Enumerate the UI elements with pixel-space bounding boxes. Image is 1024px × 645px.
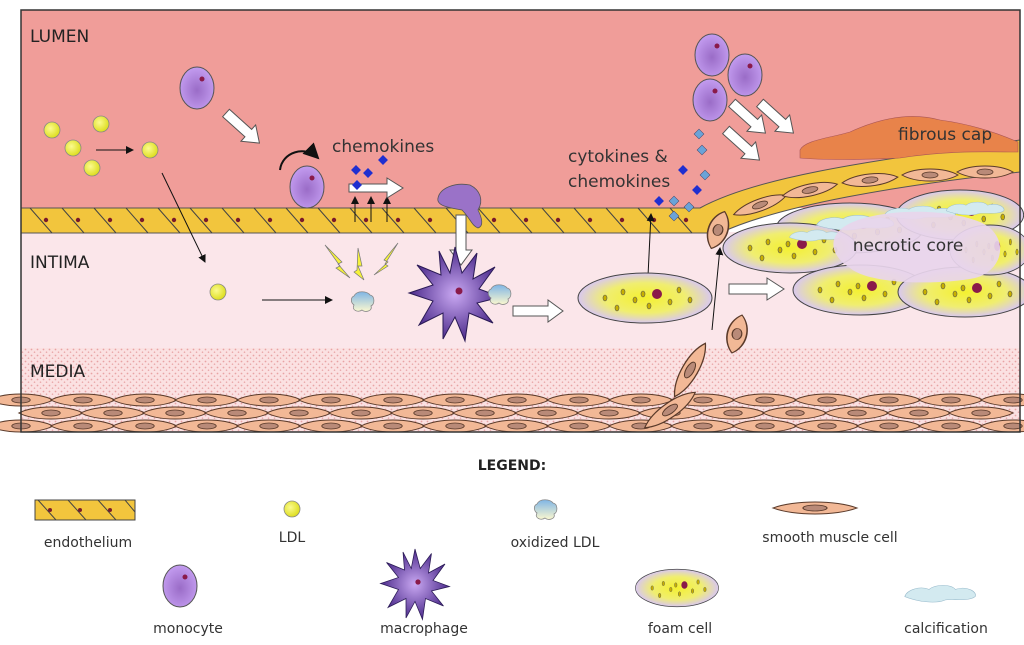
monocyte — [727, 53, 763, 97]
endothelium-cell-border — [285, 207, 309, 234]
legend-item-endothelium: endothelium — [34, 499, 136, 551]
endothelium-nucleus — [235, 217, 241, 223]
endothelium-nucleus — [203, 217, 209, 223]
endothelium-nucleus — [523, 217, 529, 223]
endothelium-nucleus — [171, 217, 177, 223]
legend-label: oxidized LDL — [511, 535, 600, 551]
endothelium-nucleus — [491, 217, 497, 223]
endothelium-cell-border — [413, 207, 437, 234]
endothelium-cell-border — [349, 207, 373, 234]
cytokines-label-line2: chemokines — [568, 172, 670, 192]
legend-item-calcification: calcification — [904, 585, 988, 637]
legend-item-macrophage: macrophage — [380, 548, 468, 637]
endothelium-nucleus — [427, 217, 433, 223]
legend-title: LEGEND: — [478, 458, 546, 474]
endothelium-cell-border — [605, 207, 629, 234]
foam-cell — [577, 272, 713, 324]
panel-frame — [20, 9, 1021, 433]
endothelium-nucleus — [395, 217, 401, 223]
legend-label: endothelium — [44, 535, 132, 551]
legend-label: smooth muscle cell — [762, 530, 897, 546]
legend-item-smooth-muscle-cell: smooth muscle cell — [762, 501, 898, 546]
legend: LEGEND: endothelium LDL oxidized LDL smo… — [34, 458, 988, 637]
endothelium-nucleus — [107, 217, 113, 223]
endothelium-nucleus — [331, 217, 337, 223]
legend-item-foam-cell: foam cell — [635, 568, 719, 637]
legend-item-ldl: LDL — [279, 500, 306, 546]
endothelium-nucleus — [683, 217, 689, 223]
endothelium-nucleus — [43, 217, 49, 223]
endothelium-cell-border — [253, 207, 277, 234]
endothelium-cell-border — [573, 207, 597, 234]
legend-item-monocyte: monocyte — [153, 564, 223, 637]
fibrous-cap-label: fibrous cap — [898, 125, 992, 145]
endothelium-cell-border — [189, 207, 213, 234]
endothelium-nucleus — [299, 217, 305, 223]
endothelium-cell-marks — [29, 207, 693, 234]
endothelium-cell-border — [93, 207, 117, 234]
plaque-lesion: necrotic core — [722, 165, 1024, 318]
endothelium-nucleus — [555, 217, 561, 223]
lumen-label: LUMEN — [30, 27, 89, 47]
endothelium-cell-border — [381, 207, 405, 234]
monocyte — [694, 33, 730, 77]
endothelium-nucleus — [267, 217, 273, 223]
ros-bolts — [324, 242, 399, 281]
endothelium-nucleus — [363, 217, 369, 223]
legend-label: calcification — [904, 621, 988, 637]
endothelium-nucleus — [75, 217, 81, 223]
block-arrows — [221, 98, 795, 323]
necrotic-core-label: necrotic core — [853, 236, 964, 256]
legend-label: monocyte — [153, 621, 223, 637]
cytokines-label-line1: cytokines & — [568, 147, 668, 167]
media-smooth-muscle-cells — [0, 393, 1024, 433]
monocyte-adhering — [289, 165, 325, 209]
endothelium-nucleus — [139, 217, 145, 223]
endothelium-nucleus — [651, 217, 657, 223]
necrotic-core — [833, 211, 1001, 283]
endothelium-cell-border — [157, 207, 181, 234]
legend-label: foam cell — [648, 621, 712, 637]
transmigrating-monocyte — [437, 183, 483, 229]
media-label: MEDIA — [30, 362, 86, 382]
endothelium-cell-border — [221, 207, 245, 234]
endothelium-cell-border — [125, 207, 149, 234]
intima-label: INTIMA — [30, 253, 90, 273]
vessel-cross-section: necrotic core fibrous cap LUMEN INTIMA M… — [0, 9, 1024, 435]
endothelium-cell-border — [317, 207, 341, 234]
legend-item-oxidized-ldl: oxidized LDL — [511, 499, 600, 551]
endothelium-cell-border — [541, 207, 565, 234]
chemokines-label: chemokines — [332, 137, 434, 157]
endothelium-cell-border — [29, 207, 53, 234]
endothelium-nucleus — [587, 217, 593, 223]
legend-label: LDL — [279, 530, 306, 546]
fibrous-cap — [799, 116, 1019, 160]
monocyte-circulating — [179, 66, 215, 110]
endothelium-cell-border — [509, 207, 533, 234]
legend-label: macrophage — [380, 621, 468, 637]
endothelium-cell-border — [61, 207, 85, 234]
thin-arrows — [96, 142, 724, 331]
endothelium-nucleus — [619, 217, 625, 223]
monocyte — [692, 78, 728, 122]
endothelium-cell-border — [477, 207, 501, 234]
